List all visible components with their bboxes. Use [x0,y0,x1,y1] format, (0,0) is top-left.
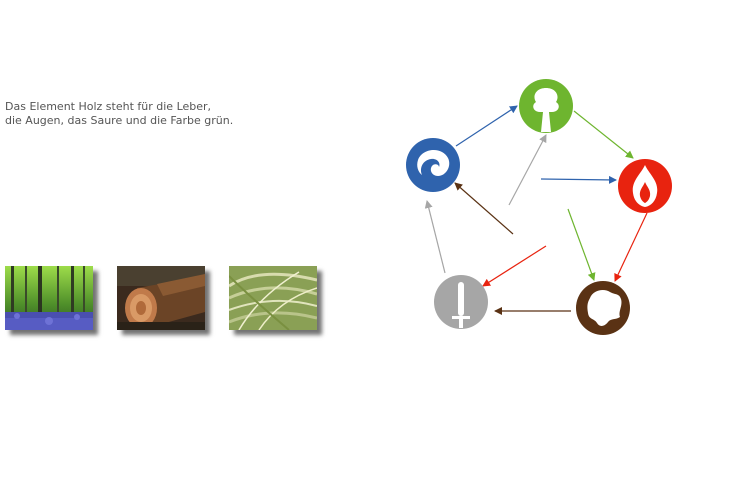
water-element-node[interactable] [406,138,460,192]
earth-element-node[interactable] [576,281,630,335]
cut-log-photo[interactable] [117,266,205,330]
arrow-earth-to-water [454,182,514,235]
grass-photo[interactable] [229,266,317,330]
forest-bluebells-photo[interactable] [5,266,93,330]
element-description: Das Element Holz steht für die Leber, di… [5,100,234,127]
arrow-water-to-fire [540,175,617,184]
metal-element-node[interactable] [434,275,488,329]
arrow-fire-to-earth [614,212,648,282]
arrow-metal-to-wood [508,134,547,206]
arrow-wood-to-fire [573,110,634,159]
arrow-fire-to-metal [482,245,547,287]
arrow-wood-to-earth [567,208,596,281]
arrow-metal-to-water [424,200,446,274]
wood-element-node[interactable] [519,79,573,133]
fire-element-node[interactable] [618,159,672,213]
arrow-water-to-wood [455,105,518,147]
